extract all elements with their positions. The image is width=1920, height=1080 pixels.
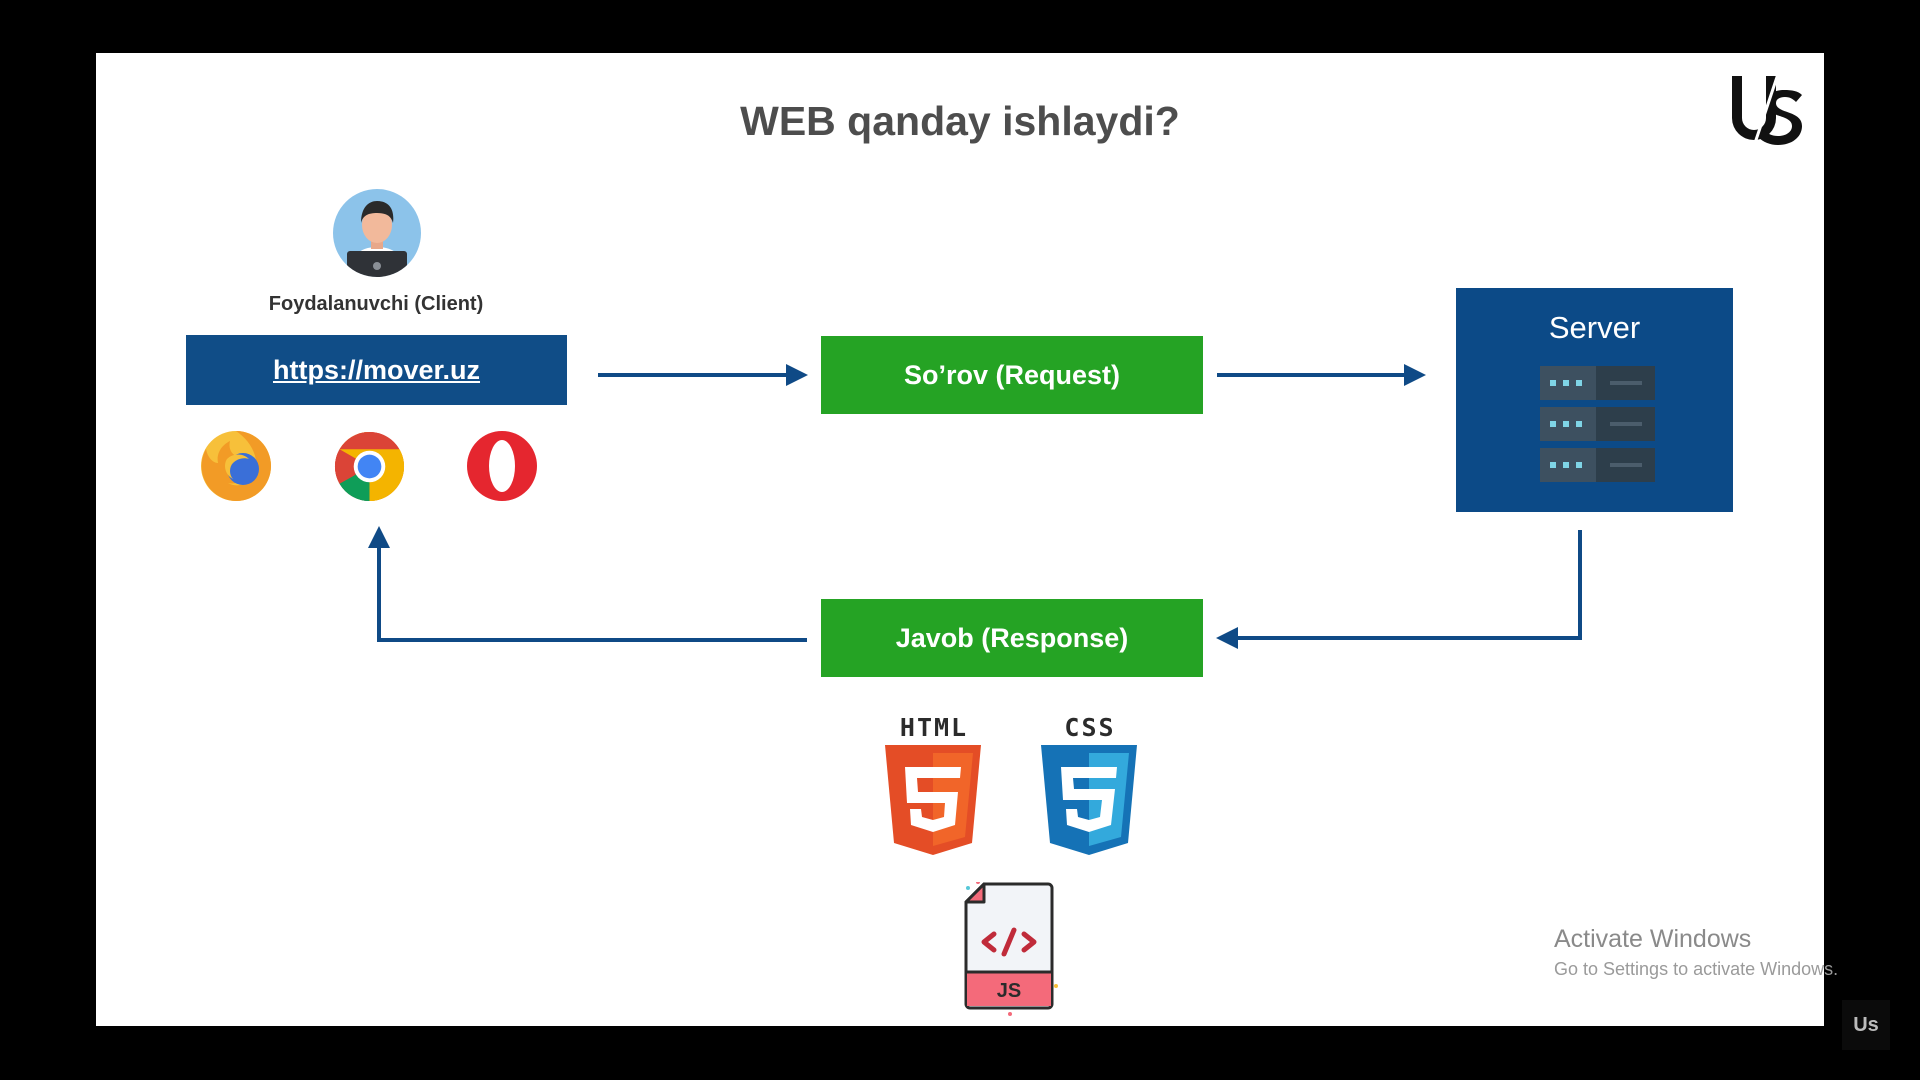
activate-windows-title: Activate Windows (1554, 925, 1752, 953)
js-file-icon: JS (964, 882, 1058, 1016)
us-logo-icon (1732, 73, 1802, 147)
url-bar[interactable]: https://mover.uz (186, 335, 567, 405)
client-label: Foydalanuvchi (Client) (268, 293, 484, 315)
css-label: CSS (1064, 713, 1116, 742)
request-box: So’rov (Request) (821, 336, 1203, 414)
activate-windows-subtitle: Go to Settings to activate Windows. (1554, 959, 1839, 979)
js-label: JS (997, 980, 1021, 1002)
response-box: Javob (Response) (821, 599, 1203, 677)
corner-logo-icon[interactable]: Us (1842, 1000, 1890, 1050)
avatar (333, 189, 421, 277)
url-link[interactable]: https://mover.uz (272, 354, 481, 385)
server-box: Server (1456, 288, 1733, 512)
slide-title: WEB qanday ishlaydi? (740, 98, 1180, 144)
opera-icon (467, 431, 537, 501)
server-title: Server (1548, 310, 1641, 345)
server-rack-icon (1540, 366, 1655, 482)
firefox-icon (201, 431, 271, 501)
chrome-icon (334, 431, 405, 502)
css3-icon (1041, 745, 1137, 855)
html5-icon (885, 745, 981, 855)
html-label: HTML (899, 713, 969, 742)
